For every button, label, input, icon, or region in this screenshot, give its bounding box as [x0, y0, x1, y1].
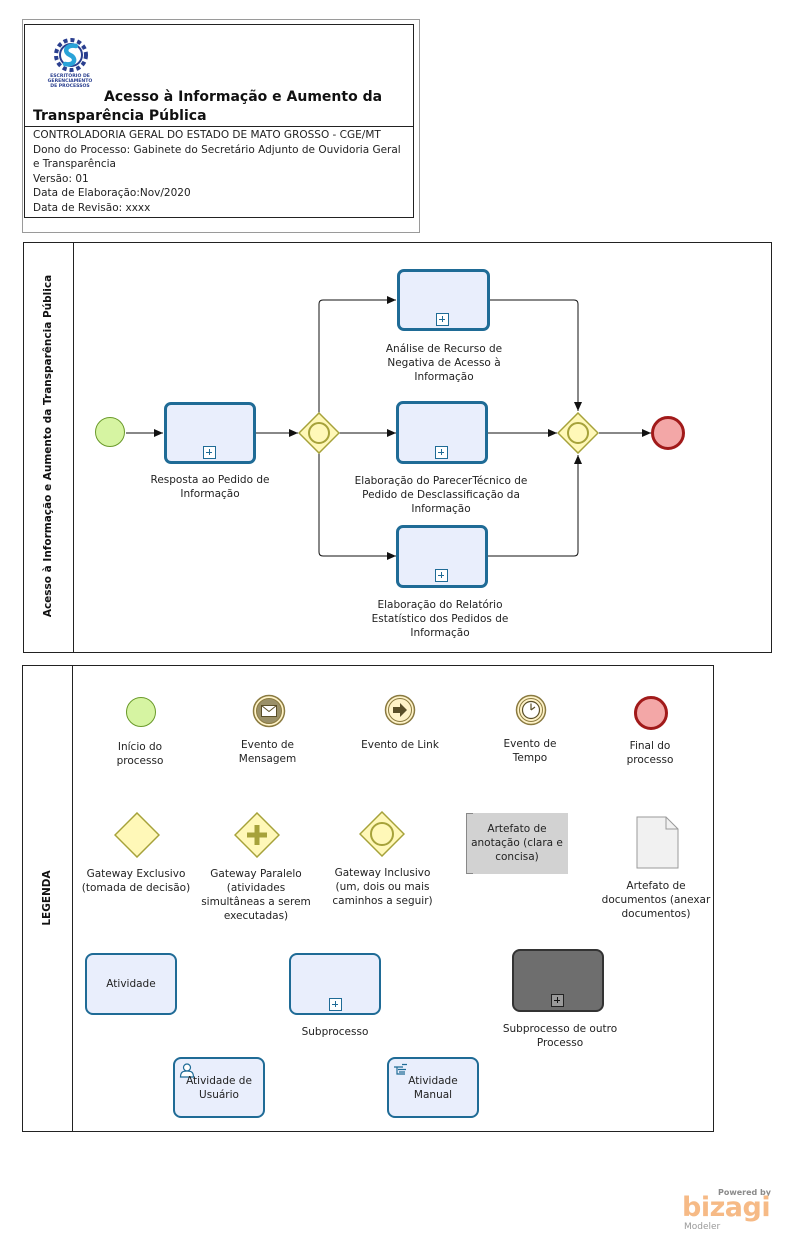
legend-link-label: Evento de Link — [361, 739, 439, 751]
end-event — [651, 416, 685, 450]
organization-text: CONTROLADORIA GERAL DO ESTADO DE MATO GR… — [33, 129, 381, 141]
inclusive-gateway-split — [298, 412, 340, 454]
logo-line: DE PROCESSOS — [50, 84, 90, 89]
parallel-gateway-icon — [234, 812, 280, 858]
process-lane-label: Acesso à Informação e Aumento da Transpa… — [42, 274, 54, 618]
owner-text: Dono do Processo: Gabinete do Secretário… — [33, 143, 401, 171]
legend-start-event-icon — [126, 697, 156, 727]
subprocess-plus-icon — [436, 313, 449, 326]
subprocess-plus-icon — [435, 569, 448, 582]
hand-icon — [394, 1063, 407, 1075]
legend-gw-inclusive-label: Gateway Inclusivo (um, dois ou mais cami… — [332, 867, 433, 907]
header-frame — [22, 19, 420, 233]
legend-end-event-icon — [634, 696, 668, 730]
plus-v — [556, 997, 558, 1003]
process-lane-divider — [73, 242, 74, 652]
legend-subprocess-label: Subprocesso — [301, 1026, 369, 1038]
subprocess-plus-icon — [203, 446, 216, 459]
exclusive-gateway-icon — [114, 812, 160, 858]
timer-event-icon — [515, 694, 547, 726]
subprocess-plus-icon — [435, 446, 448, 459]
task-label: Análise de Recurso de Negativa de Acesso… — [385, 343, 503, 383]
annotation-artifact-box: Artefato de anotação (clara e concisa) — [466, 813, 568, 874]
logo-caption: ESCRITÓRIO DE GERENCIAMENTO DE PROCESSOS — [44, 74, 96, 89]
logo-line: ESCRITÓRIO DE — [50, 74, 90, 79]
process-pool — [23, 242, 772, 653]
task-label: Resposta ao Pedido de Informação — [150, 474, 270, 500]
subprocess-plus-icon — [329, 998, 342, 1011]
legend-document-label: Artefato de documentos (anexar documento… — [601, 880, 711, 920]
annotation-bracket — [466, 813, 473, 874]
legend-other-subprocess-label: Subprocesso de outro Processo — [502, 1023, 618, 1049]
legend-manual-activity-shape: Atividade Manual — [387, 1057, 479, 1118]
legend-activity-label: Atividade — [106, 978, 156, 990]
legend-timer-label: Evento de Tempo — [503, 738, 557, 764]
legend-manual-activity-label: Atividade Manual — [408, 1075, 458, 1101]
process-info: CONTROLADORIA GERAL DO ESTADO DE MATO GR… — [33, 128, 408, 215]
legend-start-label: Início do processo — [116, 741, 164, 767]
message-event-icon — [252, 694, 286, 728]
revised-date-text: Data de Revisão: xxxx — [33, 201, 151, 214]
collapsed-subprocess-icon — [551, 994, 564, 1007]
logo-line: GERENCIAMENTO — [47, 79, 93, 84]
legend-user-activity-label: Atividade de Usuário — [186, 1075, 252, 1101]
legend-gw-parallel-label: Gateway Paralelo (atividades simultâneas… — [201, 868, 311, 922]
modeler-text: Modeler — [684, 1222, 721, 1232]
legend-pool — [22, 665, 714, 1132]
legend-end-label: Final do processo — [626, 740, 674, 766]
header-divider — [24, 126, 414, 127]
created-date-text: Data de Elaboração:Nov/2020 — [33, 187, 191, 199]
start-event — [95, 417, 125, 447]
inclusive-gateway-join — [557, 412, 599, 454]
legend-activity-shape: Atividade — [85, 953, 177, 1015]
task-label: Elaboração do Relatório Estatístico dos … — [371, 599, 509, 639]
legend-lane-label: LEGENDA — [41, 870, 53, 926]
header-box — [24, 24, 414, 218]
legend-annotation-label: Artefato de anotação (clara e concisa) — [471, 823, 563, 863]
link-event-icon — [384, 694, 416, 726]
user-icon — [179, 1063, 195, 1078]
process-title: Acesso à Informação e Aumento da Transpa… — [33, 89, 383, 124]
version-text: Versão: 01 — [33, 172, 89, 185]
gear-logo-icon — [54, 38, 88, 72]
powered-by-text: Powered by — [718, 1188, 771, 1197]
legend-gw-exclusive-label: Gateway Exclusivo (tomada de decisão) — [81, 868, 191, 894]
legend-lane-divider — [72, 665, 73, 1131]
legend-message-label: Evento de Mensagem — [238, 739, 297, 765]
bizagi-logo: bizagi — [682, 1192, 771, 1223]
task-analise-recurso[interactable] — [397, 269, 490, 331]
document-artifact-icon — [636, 816, 679, 869]
inclusive-gateway-icon — [359, 811, 405, 857]
legend-user-activity-shape: Atividade de Usuário — [173, 1057, 265, 1118]
task-label: Elaboração do ParecerTécnico de Pedido d… — [354, 475, 528, 515]
